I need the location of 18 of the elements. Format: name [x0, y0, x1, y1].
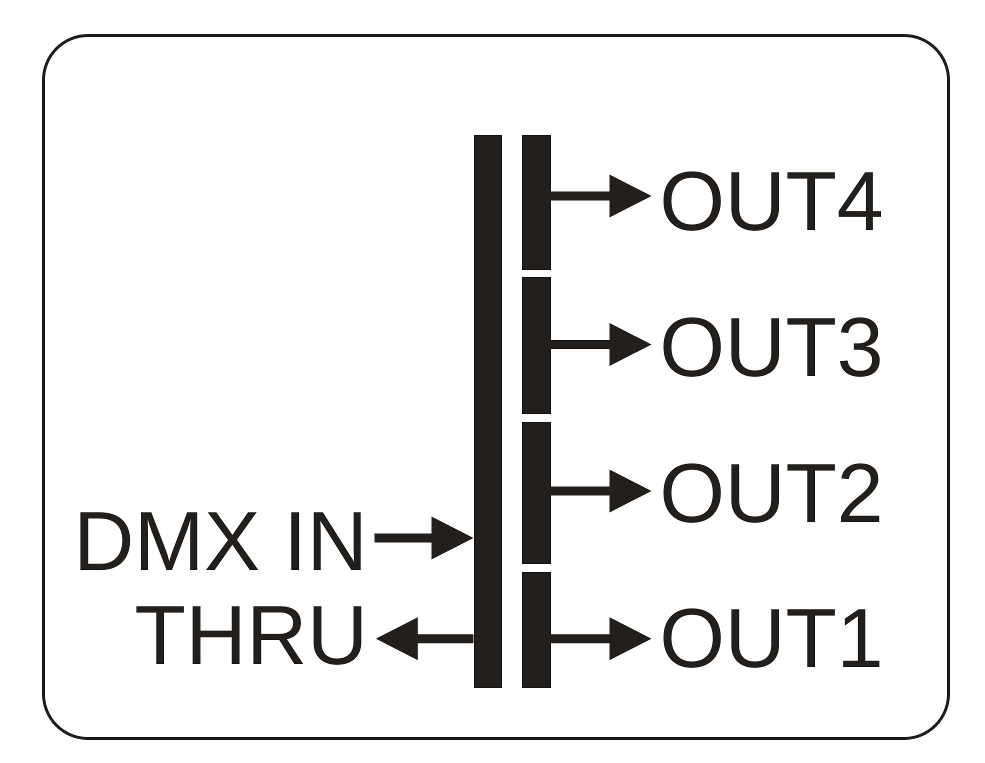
port-label: THRU — [134, 600, 368, 671]
port-label: OUT2 — [660, 458, 884, 529]
arrow — [550, 470, 652, 512]
bus-bar — [474, 135, 502, 688]
arrow — [376, 617, 474, 660]
output-bar — [522, 277, 550, 414]
arrow — [550, 174, 652, 218]
output-bar — [522, 422, 550, 564]
port-label: OUT4 — [660, 166, 884, 237]
arrow — [374, 516, 474, 560]
arrow — [550, 617, 652, 660]
rounded-frame — [42, 34, 950, 740]
port-label: OUT1 — [660, 602, 884, 674]
port-label: DMX IN — [74, 506, 368, 577]
arrow — [550, 323, 652, 366]
output-bar — [522, 572, 550, 688]
port-label: OUT3 — [660, 312, 884, 383]
output-bar — [522, 135, 550, 270]
